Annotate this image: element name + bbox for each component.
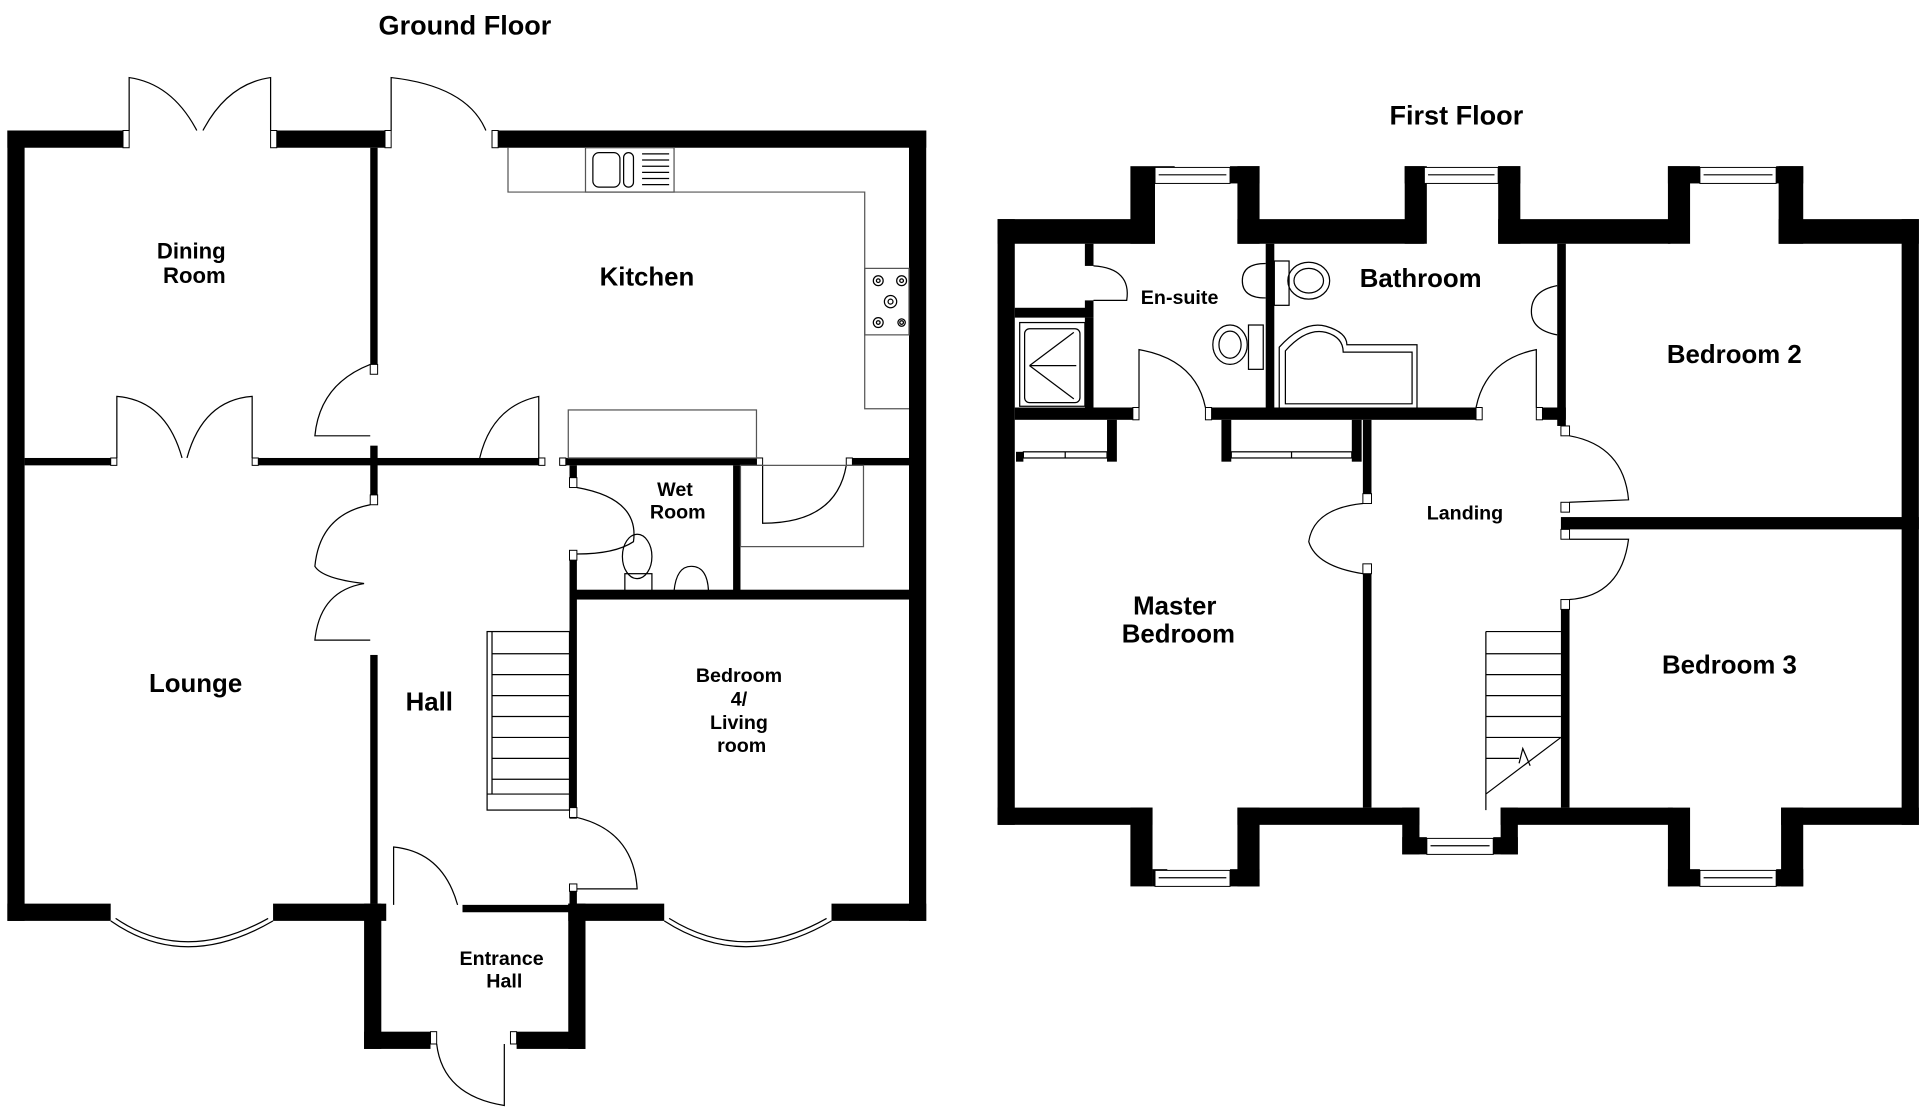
shower-icon [1019, 321, 1086, 407]
basin-icon [673, 565, 710, 591]
ground-floor-doors [116, 76, 847, 1107]
wardrobe-sliders [1022, 451, 1353, 459]
room-label-bathroom: Bathroom [1360, 265, 1482, 293]
room-label-wet-room: Wet Room [650, 479, 706, 523]
toilet-icon [1287, 261, 1331, 300]
room-label-en-suite: En-suite [1141, 287, 1219, 309]
first-floor-title: First Floor [1389, 99, 1523, 130]
ground-floor-bay-windows [110, 917, 832, 948]
room-label-landing: Landing [1427, 503, 1503, 525]
ground-floor: Ground Floor [7, 9, 927, 1107]
bath-icon [1278, 324, 1418, 408]
room-label-entrance-hall: Entrance Hall [460, 948, 550, 992]
ground-floor-labels: Dining Room Kitchen Wet Room Lounge Hall… [149, 239, 788, 993]
basin-icon [1530, 285, 1558, 336]
ground-floor-walls [7, 130, 927, 1049]
room-label-hall: Hall [406, 688, 453, 716]
ground-floor-staircase [486, 630, 571, 811]
toilet-icon [621, 533, 653, 580]
ground-floor-door-jambs [110, 130, 853, 1045]
room-label-kitchen: Kitchen [600, 264, 695, 292]
room-label-bedroom-4: Bedroom 4/ Living room [696, 665, 788, 757]
room-label-bedroom-2: Bedroom 2 [1667, 341, 1802, 369]
kitchen-fittings [507, 147, 910, 548]
first-floor-labels: En-suite Bathroom Bedroom 2 Landing Mast… [1122, 265, 1802, 680]
first-floor-staircase [1485, 630, 1562, 811]
wet-room-fittings [621, 533, 710, 592]
bathroom-fittings [1273, 260, 1558, 408]
first-floor-windows [1154, 166, 1777, 887]
first-floor-doors [1093, 265, 1630, 601]
room-label-bedroom-3: Bedroom 3 [1662, 651, 1797, 679]
ground-floor-title: Ground Floor [379, 9, 552, 40]
first-floor: First Floor [997, 99, 1919, 887]
toilet-icon [1212, 324, 1248, 366]
room-label-dining: Dining Room [157, 239, 232, 289]
sink-icon [584, 147, 675, 193]
hob-icon [872, 275, 908, 329]
basin-icon [1241, 262, 1266, 299]
room-label-lounge: Lounge [149, 670, 242, 698]
en-suite-fittings [1019, 262, 1266, 407]
room-label-master-bedroom: Master Bedroom [1122, 592, 1235, 648]
first-floor-door-jambs [1132, 407, 1571, 610]
first-floor-walls [997, 166, 1919, 887]
